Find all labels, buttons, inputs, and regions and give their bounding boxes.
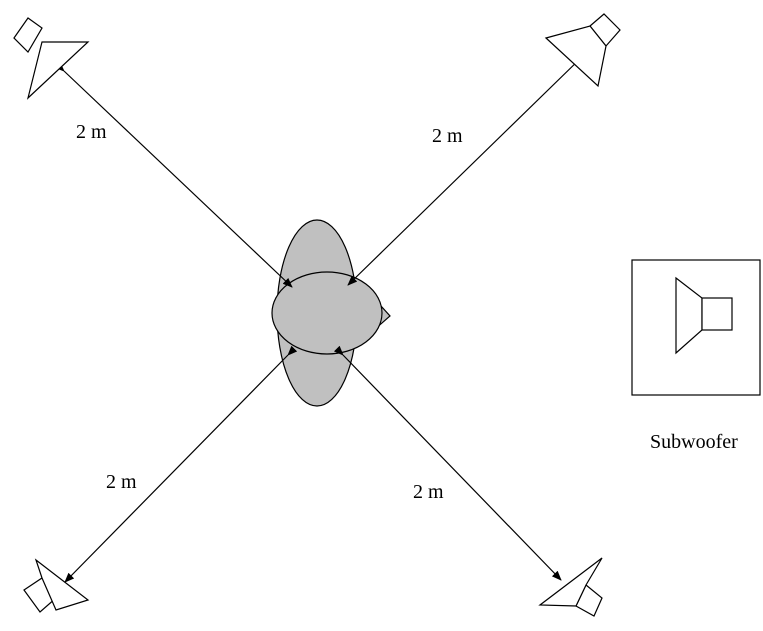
- speaker-bottom-right-cone: [538, 557, 603, 607]
- speaker-icon: [538, 557, 603, 617]
- subwoofer-box: [631, 259, 761, 396]
- subwoofer-magnet: [701, 297, 733, 331]
- arrow-top-right: [347, 44, 595, 286]
- speaker-icon: [544, 13, 621, 88]
- distance-label-bottom-left: 2 m: [106, 471, 137, 493]
- speaker-top-left-magnet: [13, 17, 43, 53]
- arrow-bottom-right: [333, 345, 562, 581]
- listener-head: [271, 271, 383, 355]
- arrow-bottom-left: [64, 345, 298, 583]
- listener-head-icon: [271, 219, 391, 407]
- distance-label-top-left: 2 m: [76, 121, 107, 143]
- speaker-icon: [23, 558, 90, 613]
- distance-label-top-right: 2 m: [432, 125, 463, 147]
- distance-label-bottom-right: 2 m: [413, 481, 444, 503]
- speaker-bottom-left-cone: [34, 558, 90, 611]
- subwoofer-cone: [675, 276, 703, 355]
- subwoofer-icon: [631, 259, 761, 396]
- speaker-icon: [13, 17, 90, 100]
- speaker-top-left-cone: [26, 41, 90, 100]
- speaker-top-right-cone: [544, 25, 607, 88]
- subwoofer-label: Subwoofer: [650, 431, 738, 453]
- arrow-top-left: [54, 61, 293, 288]
